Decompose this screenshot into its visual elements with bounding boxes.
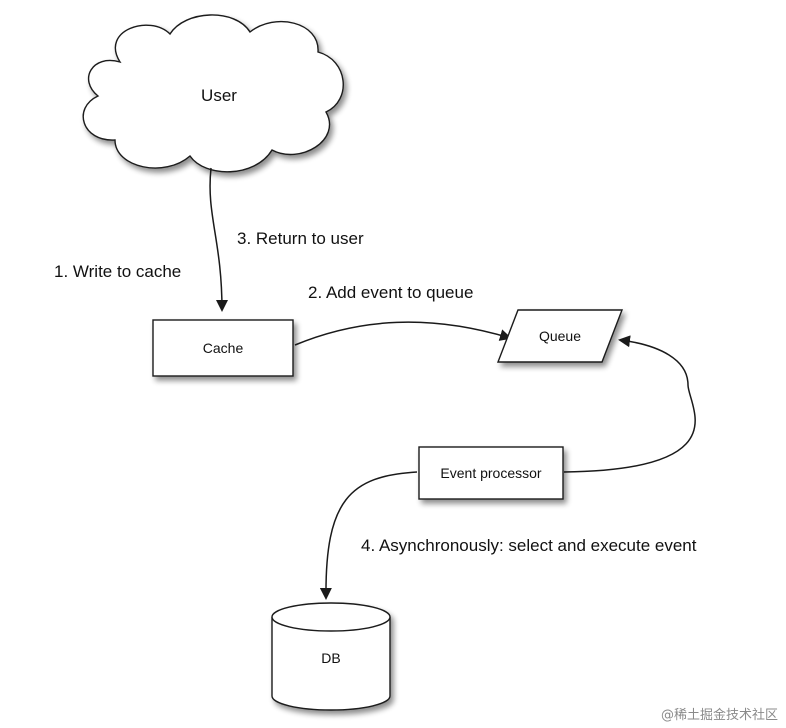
queue-shape xyxy=(496,309,624,363)
queue-label: Queue xyxy=(539,328,581,344)
label-return-to-user: 3. Return to user xyxy=(237,229,364,248)
db-cylinder-body xyxy=(271,617,391,711)
event-processor-node: Event processor xyxy=(418,446,564,500)
db-cylinder-top xyxy=(271,602,391,632)
db-node xyxy=(271,602,391,711)
event-processor-label: Event processor xyxy=(440,465,541,481)
user-cloud-shape xyxy=(82,14,344,173)
edge-user-to-cache xyxy=(209,167,228,312)
cache-box xyxy=(152,319,294,377)
watermark-text: @稀土掘金技术社区 xyxy=(661,707,778,723)
edge-processor-to-db xyxy=(319,471,418,600)
queue-node: Queue xyxy=(496,309,624,363)
cache-node: Cache xyxy=(152,319,294,377)
db-label: DB xyxy=(321,650,340,666)
edge-cache-to-queue xyxy=(294,321,512,346)
edge-processor-to-queue xyxy=(563,335,696,473)
user-node: User xyxy=(82,14,344,173)
event-processor-box xyxy=(418,446,564,500)
label-add-event-to-queue: 2. Add event to queue xyxy=(308,283,473,302)
label-async-execute: 4. Asynchronously: select and execute ev… xyxy=(361,536,697,555)
label-write-to-cache: 1. Write to cache xyxy=(54,262,181,281)
user-label: User xyxy=(201,86,237,105)
cache-label: Cache xyxy=(203,340,244,356)
